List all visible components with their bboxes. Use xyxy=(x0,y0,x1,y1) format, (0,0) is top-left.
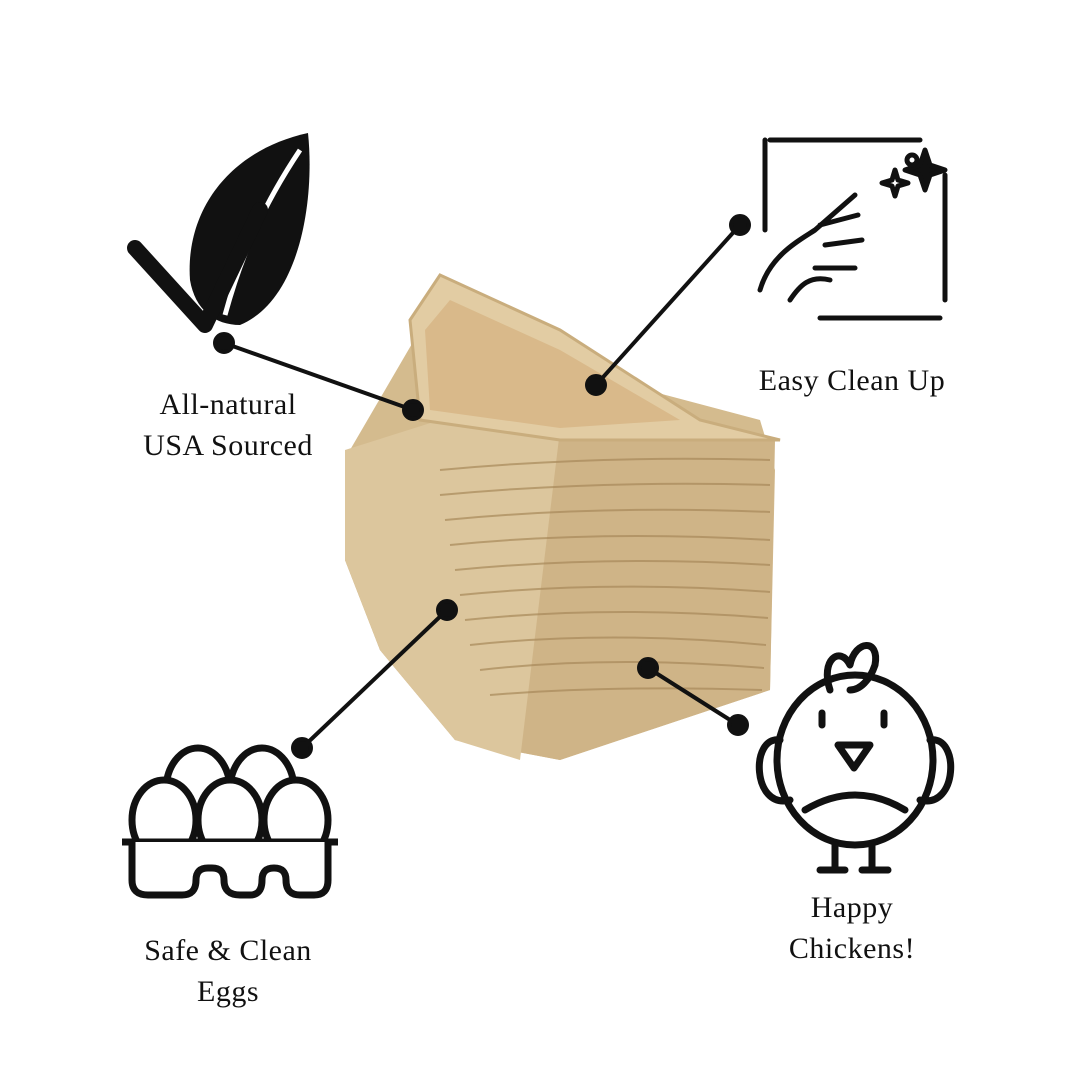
feature-label-safe-eggs: Safe & Clean Eggs xyxy=(68,930,388,1012)
feature-line: Safe & Clean xyxy=(144,934,312,967)
feature-line: USA Sourced xyxy=(143,429,313,462)
feature-line: Chickens! xyxy=(788,932,916,965)
feature-line: Happy xyxy=(810,891,894,924)
feature-label-easy-clean: Easy Clean Up xyxy=(692,360,1012,401)
egg-carton-icon xyxy=(122,744,338,899)
product-pad-stack xyxy=(345,273,781,760)
connector-lines xyxy=(213,214,751,759)
leaf-check-icon xyxy=(127,133,310,333)
feature-line: Easy Clean Up xyxy=(758,364,946,397)
feature-label-all-natural: All-natural USA Sourced xyxy=(68,384,388,466)
feature-label-happy-chickens: Happy Chickens! xyxy=(692,887,1012,969)
chicken-icon xyxy=(755,642,955,874)
feature-line: Eggs xyxy=(197,975,259,1008)
feature-line: All-natural xyxy=(159,388,297,421)
hand-wipe-icon xyxy=(757,137,948,321)
